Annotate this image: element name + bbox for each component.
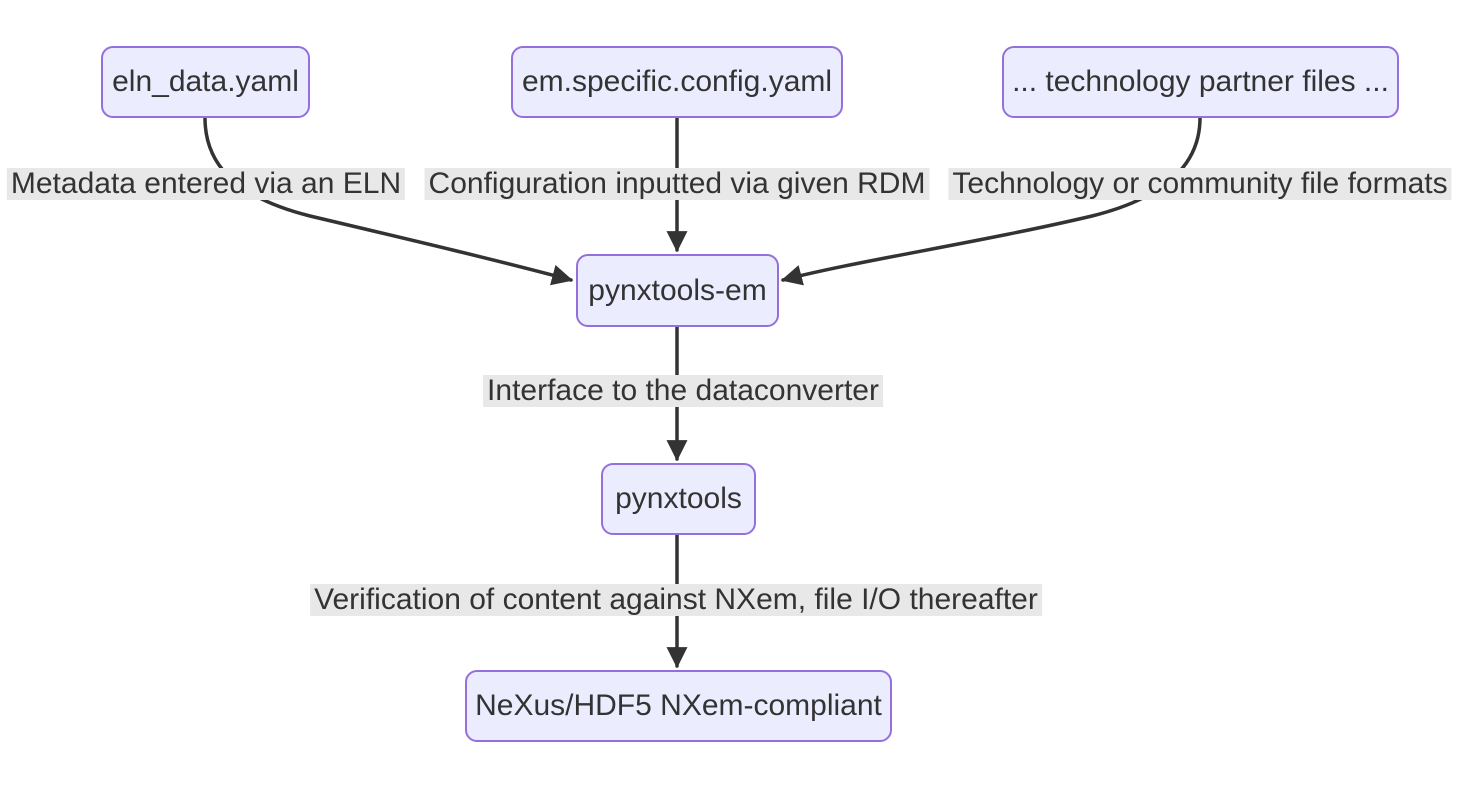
node-technology-partner-files: ... technology partner files ... [1002, 46, 1399, 118]
edge-partner-to-pynxtools-em [780, 116, 1202, 286]
edge-label-text: Metadata entered via an ELN [10, 167, 402, 200]
node-label: em.specific.config.yaml [521, 65, 833, 98]
node-label: ... technology partner files ... [1012, 65, 1389, 98]
node-pynxtools: pynxtools [601, 463, 756, 535]
edge-label-metadata-eln: Metadata entered via an ELN [6, 167, 406, 200]
edge-label-verification-nxem: Verification of content against NXem, fi… [310, 584, 1042, 616]
edge-label-interface-dataconverter: Interface to the dataconverter [483, 375, 883, 407]
node-label: eln_data.yaml [112, 65, 299, 98]
edge-label-text: Configuration inputted via given RDM [428, 167, 926, 200]
edge-label-configuration-rdm: Configuration inputted via given RDM [424, 167, 930, 200]
node-label: pynxtools [615, 482, 742, 515]
node-pynxtools-em: pynxtools-em [576, 254, 779, 327]
node-em-specific-config-yaml: em.specific.config.yaml [511, 46, 843, 118]
node-label: NeXus/HDF5 NXem-compliant [475, 689, 882, 722]
edge-label-text: Interface to the dataconverter [487, 374, 879, 407]
edge-eln-to-pynxtools-em [203, 116, 574, 286]
edge-label-technology-formats: Technology or community file formats [948, 167, 1452, 200]
node-eln-data-yaml: eln_data.yaml [101, 46, 310, 118]
node-label: pynxtools-em [588, 273, 767, 307]
node-nexus-hdf5-nxem-compliant: NeXus/HDF5 NXem-compliant [465, 670, 892, 742]
edge-label-text: Technology or community file formats [952, 167, 1448, 200]
edge-label-text: Verification of content against NXem, fi… [314, 583, 1038, 616]
